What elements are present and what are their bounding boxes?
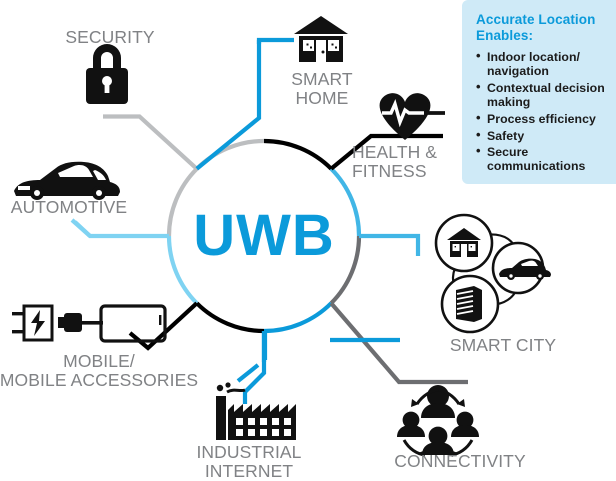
city-cluster-icon [434, 213, 551, 334]
ring-arc-security [195, 138, 265, 171]
hub-ring [166, 138, 362, 334]
list-item: Indoor location/ navigation [476, 49, 606, 78]
ring-arc-smart-city [329, 167, 362, 237]
list-item: Safety [476, 128, 606, 143]
list-item: Contextual decision making [476, 80, 606, 109]
ring-arc-left-upper [166, 167, 199, 237]
ring-arc-health [263, 138, 333, 171]
car-icon [14, 161, 120, 200]
connector-smart-home [195, 40, 262, 171]
charger-phone-icon [12, 304, 167, 343]
people-network-icon [397, 385, 479, 457]
node-label-smart-city: SMART CITY [449, 335, 557, 355]
list-item: Process efficiency [476, 111, 606, 126]
connector-automotive-tail [70, 218, 92, 238]
connector-industrial-final [242, 331, 267, 404]
list-item: Secure communications [476, 144, 606, 173]
connector-mobile [128, 301, 199, 351]
padlock-icon [86, 44, 128, 104]
node-label-health: HEALTH & FITNESS [352, 142, 438, 181]
connector-security [103, 114, 199, 171]
connector-smart-city [359, 233, 421, 256]
house-icon [294, 16, 348, 62]
accurate-location-callout: Accurate Location Enables: Indoor locati… [462, 0, 616, 184]
node-label-connectivity: CONNECTIVITY [394, 451, 526, 471]
node-label-automotive: AUTOMOTIVE [10, 197, 128, 217]
connector-connectivity [329, 301, 468, 385]
connector-health [329, 133, 443, 171]
ring-arc-mobile [195, 301, 265, 334]
callout-title: Accurate Location Enables: [476, 12, 596, 43]
hub-title: UWB [193, 203, 335, 268]
node-label-industrial: INDUSTRIAL INTERNET [196, 442, 302, 481]
connector-smart-home-top [256, 37, 294, 44]
connector-industrial-elbow [236, 363, 260, 383]
node-label-mobile: MOBILE/ MOBILE ACCESSORIES [0, 351, 199, 390]
heart-pulse-icon [379, 93, 445, 140]
ring-arc-automotive [166, 235, 199, 305]
node-label-security: SECURITY [65, 27, 155, 47]
factory-icon [216, 382, 296, 440]
callout-bullet-list: Indoor location/ navigation Contextual d… [476, 49, 606, 174]
ring-arc-connectivity [329, 235, 362, 305]
node-label-smart-home: SMART HOME [291, 69, 353, 108]
ring-arc-industrial [263, 301, 333, 334]
